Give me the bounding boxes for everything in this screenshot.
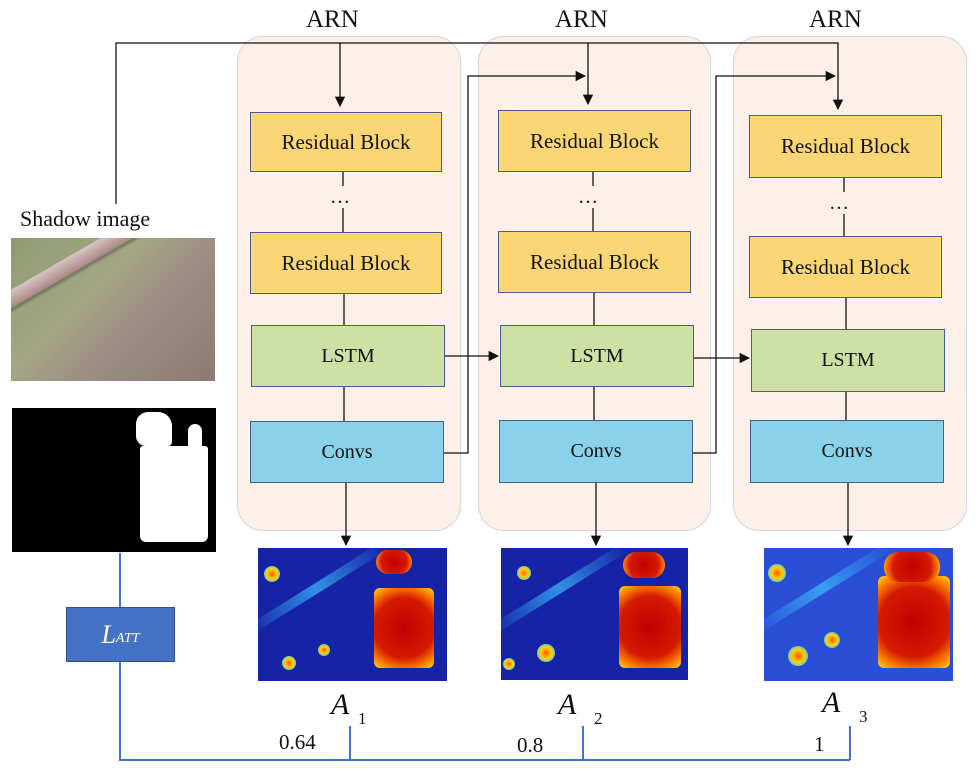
heatmap-spot [824, 632, 840, 648]
residual-block: Residual Block [749, 236, 942, 298]
attention-label: A [558, 688, 577, 721]
heatmap-blob [374, 588, 434, 668]
shadow-mask-image [12, 408, 216, 552]
arn-title: ARN [809, 6, 862, 33]
convs-block: Convs [750, 420, 944, 483]
heatmap-spot [318, 644, 330, 656]
heatmap-streak [764, 548, 893, 636]
heatmap-blob [623, 552, 665, 578]
heatmap-blob [878, 576, 950, 668]
heatmap-spot [768, 564, 786, 582]
attention-map-2 [501, 548, 688, 680]
pipe-shape [11, 238, 215, 313]
convs-block: Convs [250, 421, 444, 483]
loss-symbol: L [101, 619, 116, 649]
heatmap-spot [282, 656, 296, 670]
residual-block: Residual Block [498, 231, 691, 293]
heatmap-streak [258, 548, 387, 636]
loss-weight: 0.64 [279, 730, 316, 754]
convs-block: Convs [499, 420, 693, 483]
heatmap-spot [537, 644, 555, 662]
heatmap-streak [501, 548, 630, 636]
convs-feedback-arrows [444, 70, 837, 454]
arn-title: ARN [306, 6, 359, 33]
loss-subscript: ATT [115, 630, 140, 646]
attention-label: A [331, 688, 350, 721]
loss-weight: 1 [814, 732, 825, 756]
ellipsis: … [330, 186, 350, 208]
attention-map-3 [764, 548, 953, 681]
attention-map-1 [258, 548, 447, 681]
attention-index: 2 [594, 709, 603, 728]
internal-connectors [342, 172, 847, 421]
lstm-recurrent-arrows [445, 350, 751, 364]
shadow-image-label: Shadow image [20, 206, 151, 231]
heatmap-spot [788, 646, 808, 666]
loss-weight: 0.8 [517, 733, 544, 757]
residual-block: Residual Block [250, 232, 442, 294]
heatmap-blob [376, 550, 412, 574]
input-feed-lines [115, 42, 844, 204]
residual-block: Residual Block [250, 112, 442, 172]
residual-block: Residual Block [498, 110, 691, 172]
mask-shape [136, 412, 172, 446]
heatmap-blob [619, 586, 681, 668]
attention-label: A [822, 686, 841, 719]
mask-shape [140, 446, 208, 542]
heatmap-spot [264, 566, 280, 582]
residual-block: Residual Block [749, 115, 942, 178]
shadow-image [11, 238, 215, 381]
heatmap-spot [503, 658, 515, 670]
attention-index: 3 [859, 707, 868, 726]
arn-title: ARN [555, 6, 608, 33]
ellipsis: … [578, 186, 598, 208]
heatmap-spot [517, 566, 531, 580]
heatmap-blob [884, 552, 940, 582]
lstm-block: LSTM [251, 325, 445, 387]
lstm-block: LSTM [500, 325, 694, 387]
ellipsis: … [829, 192, 849, 214]
lstm-block: LSTM [751, 329, 945, 392]
attention-index: 1 [358, 709, 367, 728]
loss-connector-lines [119, 553, 851, 761]
output-arrows [340, 483, 854, 547]
